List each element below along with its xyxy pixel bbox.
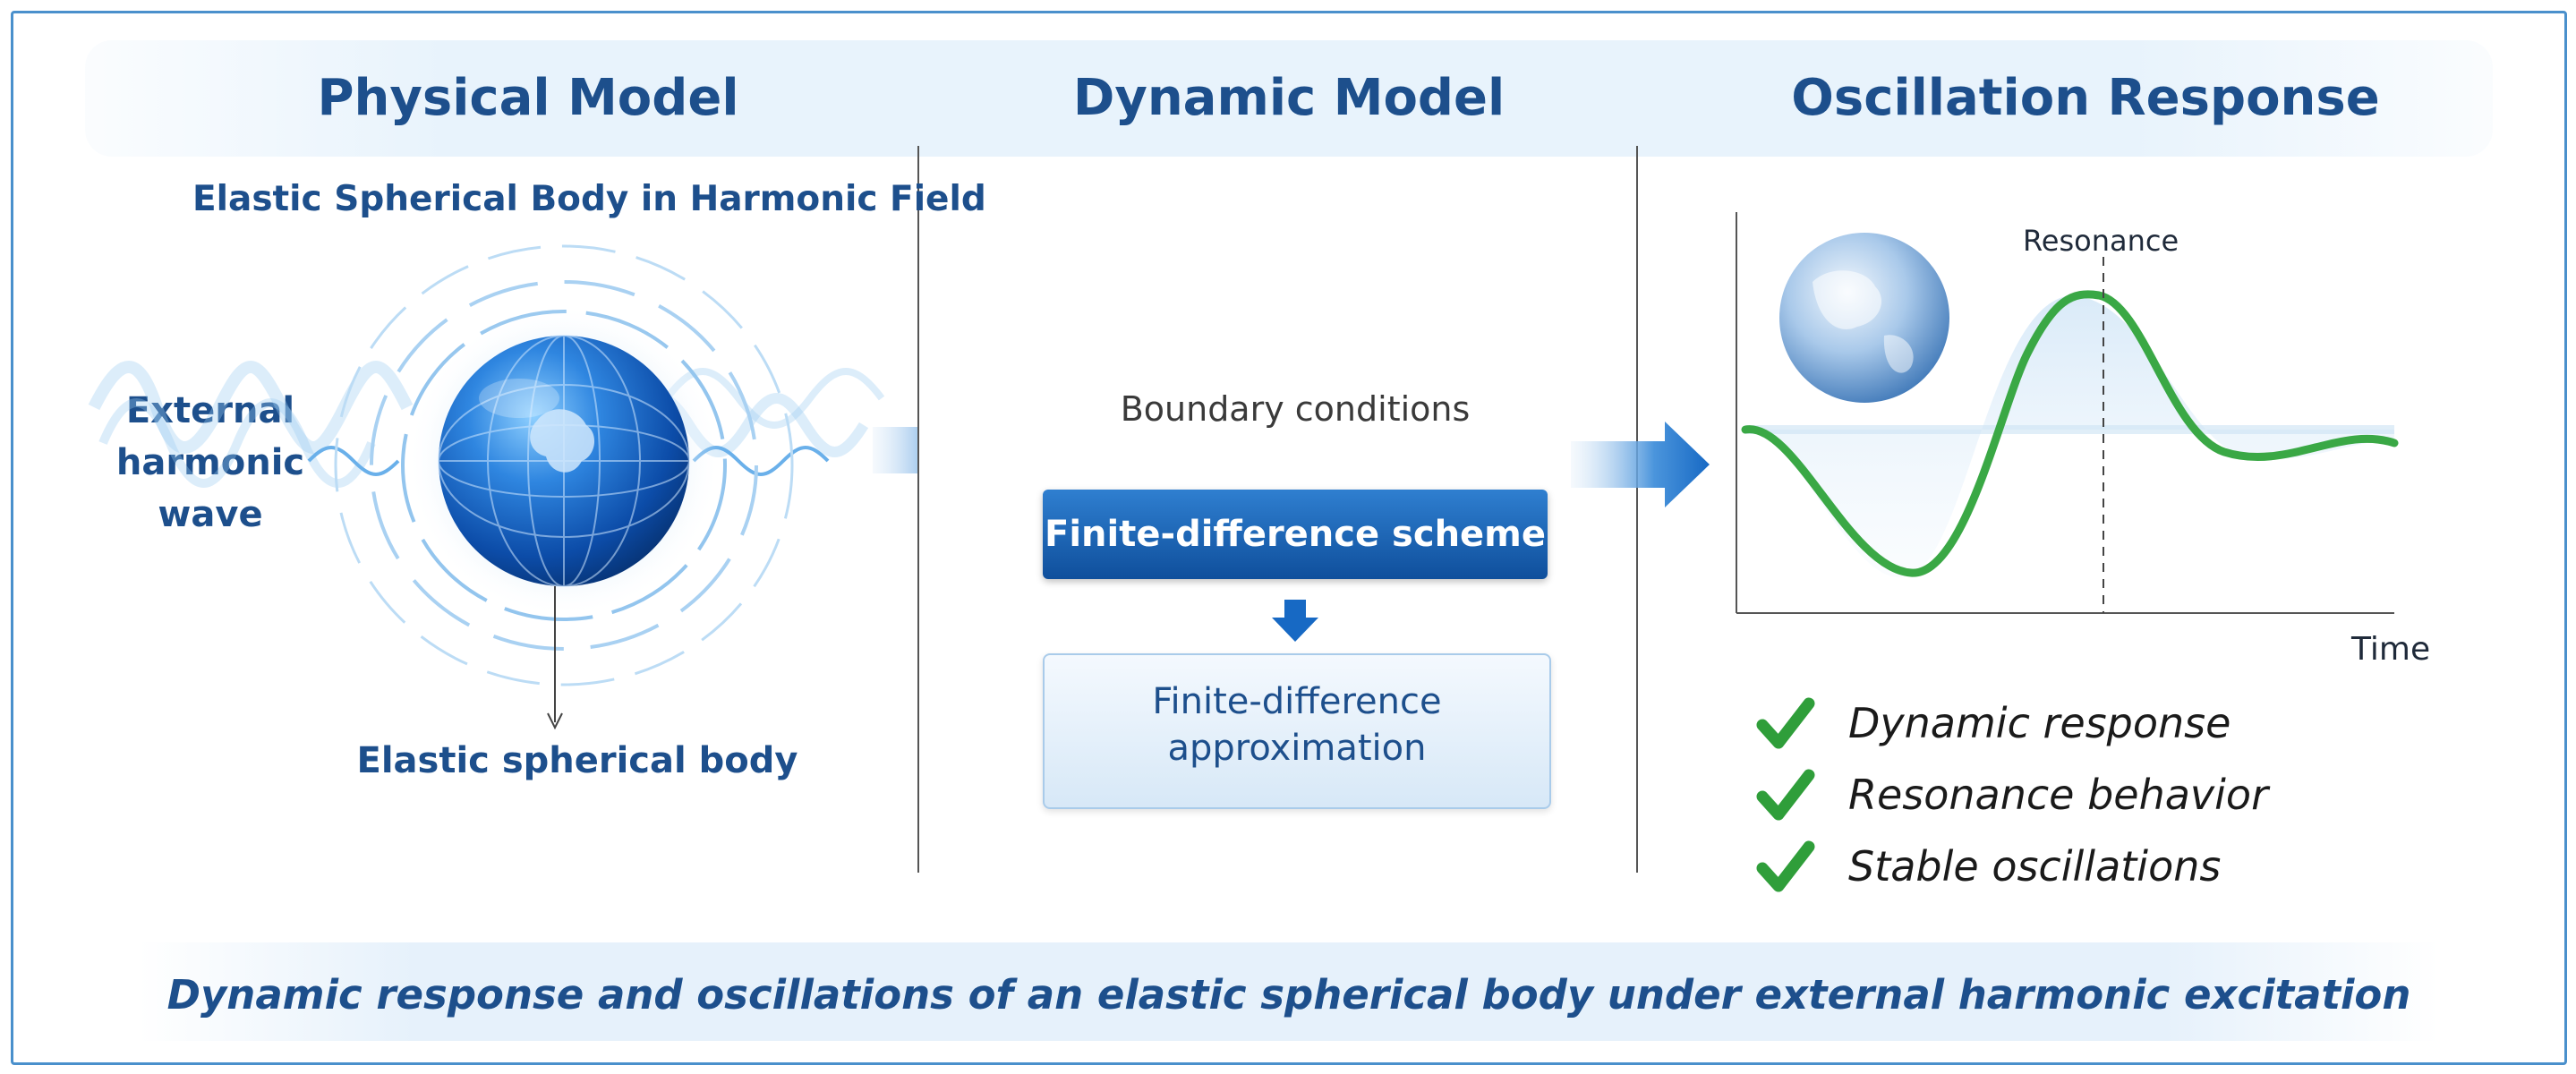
checklist-item-3: Stable oscillations bbox=[1829, 835, 2221, 898]
elastic-body-label: Elastic spherical body bbox=[356, 740, 798, 781]
time-axis-label: Time bbox=[2351, 631, 2431, 668]
finite-difference-approximation-box: Finite-difference approximation bbox=[1043, 653, 1551, 809]
checklist-item-2-label: Resonance behavior bbox=[1848, 771, 2268, 819]
header-physical-model: Physical Model bbox=[317, 69, 739, 127]
physical-model-illustration bbox=[88, 244, 917, 730]
oscillation-chart bbox=[1736, 212, 2399, 892]
check-icon-2 bbox=[1756, 769, 1815, 821]
header-band bbox=[85, 40, 2493, 157]
physical-subtitle: Elastic Spherical Body in Harmonic Field bbox=[192, 179, 986, 219]
checklist-item-1-label: Dynamic response bbox=[1848, 699, 2231, 747]
elastic-sphere bbox=[438, 335, 690, 587]
checklist-item-1: Dynamic response bbox=[1829, 692, 2231, 754]
check-icon-3 bbox=[1756, 840, 1815, 892]
resonance-label: Resonance bbox=[2023, 224, 2179, 258]
checklist-item-2: Resonance behavior bbox=[1829, 763, 2268, 826]
response-shading bbox=[1745, 295, 2394, 578]
body-pointer bbox=[547, 586, 563, 730]
external-wave-label-line-1: External bbox=[125, 390, 295, 431]
finite-difference-approximation-label: Finite-difference approximation bbox=[1152, 681, 1442, 769]
external-wave-label-line-3: wave bbox=[158, 494, 263, 535]
external-wave-label-line-2: harmonic bbox=[115, 442, 305, 483]
footer-band bbox=[139, 942, 2439, 1041]
finite-difference-scheme-box: Finite-difference scheme bbox=[1043, 490, 1548, 579]
diagram-frame: Physical Model Dynamic Model Oscillation… bbox=[11, 11, 2567, 1065]
divider-left bbox=[917, 146, 919, 873]
divider-right bbox=[1636, 146, 1638, 873]
globe-icon bbox=[1779, 233, 1949, 403]
external-wave-label: External harmonic wave bbox=[112, 385, 309, 541]
boundary-conditions-label: Boundary conditions bbox=[1120, 389, 1471, 429]
response-curve bbox=[1741, 290, 2399, 577]
header-oscillation-response: Oscillation Response bbox=[1791, 69, 2380, 127]
header-dynamic-model: Dynamic Model bbox=[1072, 69, 1506, 127]
footer-caption: Dynamic response and oscillations of an … bbox=[166, 971, 2411, 1019]
arrow-physical-to-dynamic bbox=[873, 427, 917, 473]
checklist-item-3-label: Stable oscillations bbox=[1848, 842, 2222, 891]
finite-difference-scheme-label: Finite-difference scheme bbox=[1045, 514, 1546, 555]
check-icon-1 bbox=[1756, 697, 1815, 749]
